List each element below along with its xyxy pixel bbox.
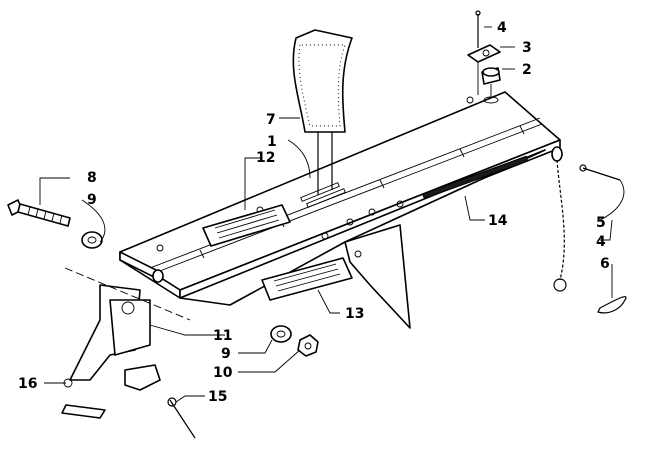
callout-14: 14 [488, 213, 508, 229]
callout-3: 3 [522, 40, 532, 56]
callout-7: 7 [266, 112, 276, 128]
callout-11: 11 [213, 328, 232, 344]
callout-10: 10 [213, 365, 233, 381]
callout-1: 1 [267, 134, 277, 150]
clip-16 [61, 378, 106, 419]
callout-16: 16 [18, 376, 37, 392]
foot-pad [292, 29, 353, 195]
bolt-8 [7, 199, 71, 227]
decal-13 [261, 257, 353, 301]
callout-4-right: 4 [596, 234, 606, 250]
callout-5: 5 [596, 215, 606, 231]
callout-labels: 1 2 3 4 4 5 6 7 8 9 9 10 11 12 13 14 15 … [18, 20, 610, 405]
callout-2: 2 [522, 62, 532, 78]
leader-lines [39, 26, 625, 403]
hardware-top-right [467, 10, 501, 104]
spacer-9-left [81, 231, 103, 249]
nut-10 [297, 334, 319, 357]
callout-4-top: 4 [497, 20, 507, 36]
bracket-11 [69, 284, 161, 391]
callout-9-right: 9 [221, 346, 231, 362]
decal-12 [202, 204, 291, 247]
callout-9-left: 9 [87, 192, 97, 208]
callout-8: 8 [87, 170, 97, 186]
callout-12: 12 [256, 150, 275, 166]
callout-6: 6 [600, 256, 610, 272]
spacer-9-right [270, 325, 292, 343]
pin-15 [167, 397, 196, 439]
callout-15: 15 [208, 389, 227, 405]
hinge-pin [119, 251, 164, 283]
axis-line [64, 267, 191, 321]
callout-13: 13 [345, 306, 364, 322]
tether-cord [551, 146, 627, 314]
